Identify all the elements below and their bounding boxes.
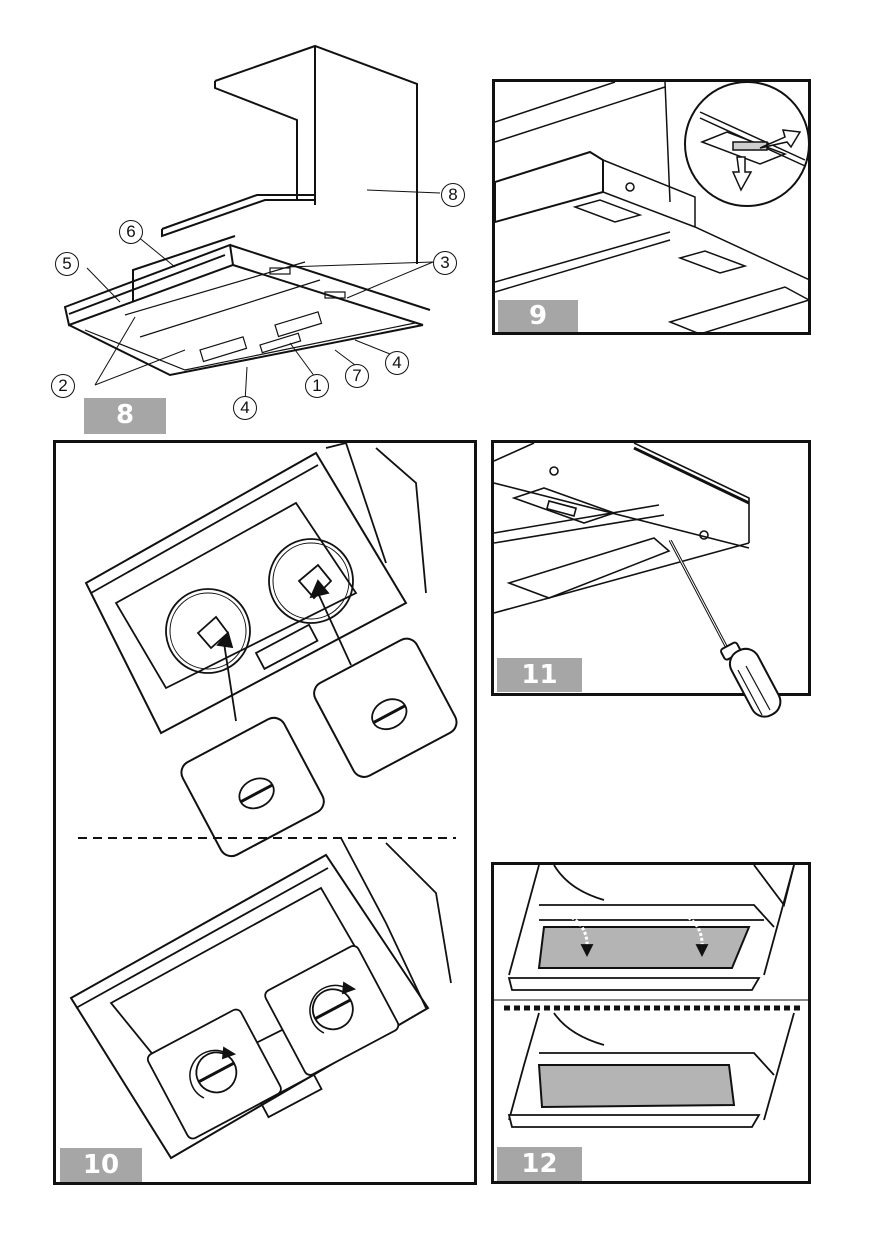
callout-7: 7 — [345, 364, 369, 388]
carbon-mat-insertion-drawing — [494, 865, 808, 1128]
figure-number-10: 10 — [60, 1148, 142, 1182]
callout-8: 8 — [441, 183, 465, 207]
callout-3: 3 — [433, 251, 457, 275]
callout-4-right: 4 — [385, 351, 409, 375]
figure-11: 11 — [491, 440, 811, 696]
figure-10: 10 — [53, 440, 477, 1185]
callout-6: 6 — [119, 220, 143, 244]
callout-5: 5 — [55, 252, 79, 276]
figure-number-9: 9 — [498, 300, 578, 332]
callout-4-left: 4 — [233, 396, 257, 420]
carbon-filter-fitting-drawing — [69, 443, 458, 1160]
figure-12: 12 — [491, 862, 811, 1184]
figure-number-11: 11 — [497, 658, 582, 692]
figure-8: 8 6 5 3 2 4 7 1 4 8 — [51, 40, 475, 435]
figure-number-12: 12 — [497, 1147, 582, 1181]
callout-1: 1 — [305, 374, 329, 398]
grease-filter-release-drawing — [495, 82, 808, 332]
screwdriver-icon — [668, 540, 782, 718]
hood-overview-drawing — [63, 44, 441, 403]
lamp-cover-removal-drawing — [494, 443, 750, 614]
figure-9: 9 — [492, 79, 811, 335]
figure-number-8: 8 — [84, 398, 166, 434]
callout-2: 2 — [51, 374, 75, 398]
